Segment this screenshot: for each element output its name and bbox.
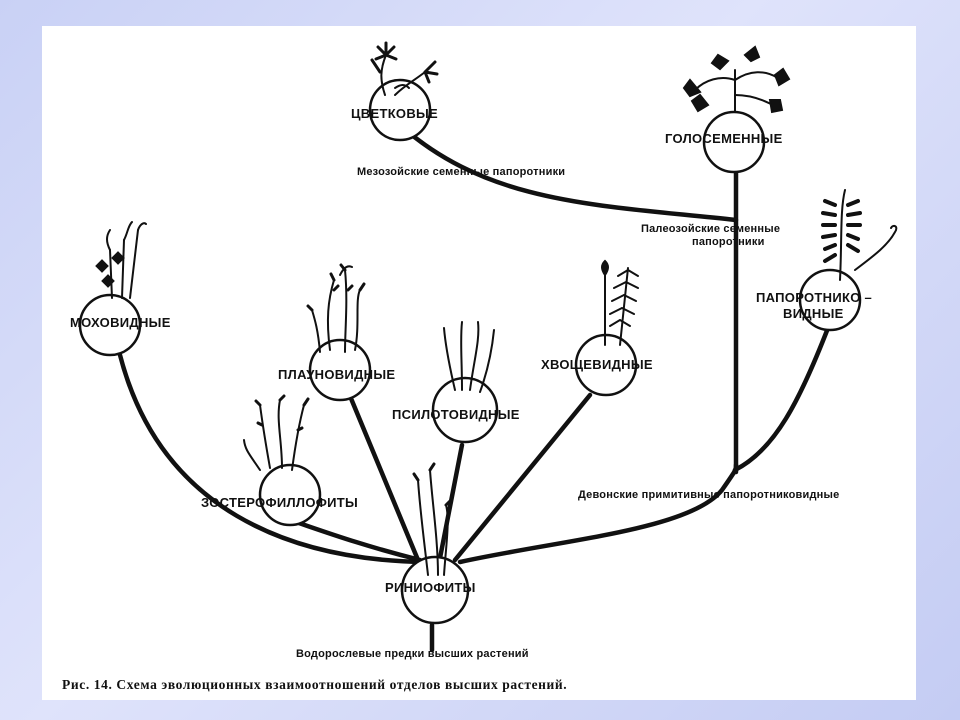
node-label-ferns-line1: ПАПОРОТНИКО –: [756, 290, 873, 305]
figure-caption: Рис. 14. Схема эволюционных взаимоотноше…: [62, 677, 568, 692]
fern-plant-icon: [821, 189, 898, 281]
node-label-psilotophytes: ПСИЛОТОВИДНЫЕ: [392, 407, 520, 422]
node-label-mosses: МОХОВИДНЫЕ: [70, 315, 171, 330]
node-label-flowering: ЦВЕТКОВЫЕ: [351, 106, 439, 121]
moss-plant-icon: [95, 221, 147, 299]
node-circle-zostero: [258, 463, 322, 527]
zosterophyllophyte-plant-icon: [243, 394, 310, 471]
node-circle-lycopods: [308, 338, 372, 402]
node-circle-mosses: [78, 293, 142, 357]
annotation-paleozoic-seed-ferns-line1: Палеозойские семенные: [641, 223, 781, 235]
node-circle-psilotophytes: [431, 376, 499, 444]
psilotophyte-plant-icon: [443, 321, 495, 393]
edge-rhynio-lycopods: [347, 393, 421, 563]
annotation-devonian-primitive-ferns: Девонские примитивные папоротниковидные: [578, 489, 840, 501]
edge-gymno-flowering: [397, 122, 739, 223]
gymnosperm-plant-icon: [682, 45, 791, 114]
node-label-ferns-line2: ВИДНЫЕ: [783, 306, 844, 321]
edge-rhynio-ferns-main: [457, 462, 739, 565]
node-circle-rhyniophytes: [400, 555, 470, 625]
lycopod-plant-icon: [306, 263, 366, 353]
flowering-plant-icon: [370, 41, 439, 96]
annotation-mesozoic-seed-ferns: Мезозойские семенные папоротники: [357, 166, 566, 178]
annotation-paleozoic-seed-ferns-line2: папоротники: [692, 236, 765, 248]
node-label-gymnosperms: ГОЛОСЕМЕННЫЕ: [665, 131, 783, 146]
node-label-zostero: ЗОСТЕРОФИЛЛОФИТЫ: [201, 495, 359, 510]
edge-rhynio-zostero: [287, 517, 423, 563]
edge-devonian-ferns: [732, 325, 831, 473]
rhyniophyte-plant-icon: [412, 462, 452, 576]
edge-rhynio-horsetails: [452, 392, 593, 563]
node-label-horsetails: ХВОЩЕВИДНЫЕ: [541, 357, 653, 372]
node-circle-ferns: [798, 268, 862, 332]
node-label-rhyniophytes: РИНИОФИТЫ: [385, 580, 476, 595]
slide-frame: [42, 26, 916, 700]
edge-rhynio-mosses: [117, 352, 428, 565]
annotation-algal-ancestors: Водорослевые предки высших растений: [296, 648, 529, 660]
node-label-lycopods: ПЛАУНОВИДНЫЕ: [278, 367, 396, 382]
horsetail-plant-icon: [601, 259, 639, 346]
